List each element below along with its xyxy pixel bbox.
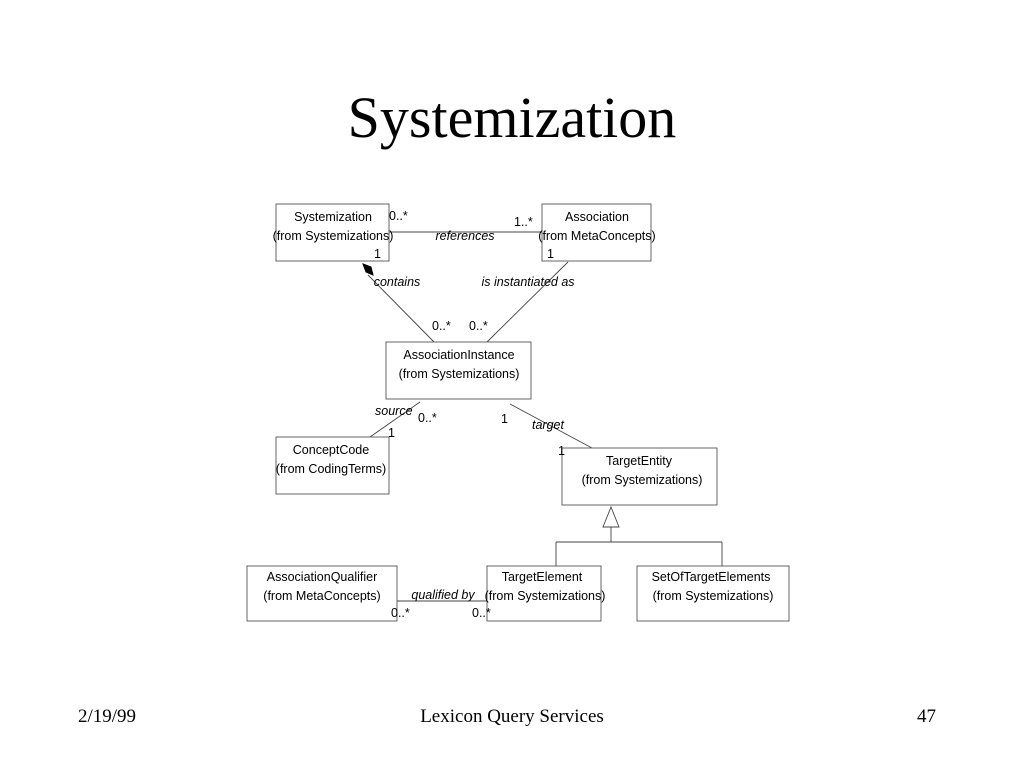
slide-title: Systemization	[347, 85, 677, 150]
association-instance-class-name: AssociationInstance	[403, 348, 514, 362]
instantiated-source-multiplicity: 1	[547, 247, 554, 261]
composition-diamond	[362, 263, 374, 276]
target-entity-class-package: (from Systemizations)	[582, 473, 703, 487]
target-element-class-package: (from Systemizations)	[485, 589, 606, 603]
set-of-target-elements-class-box	[636, 565, 790, 622]
contains-label: contains	[374, 275, 421, 289]
references-source-multiplicity: 0..*	[389, 209, 408, 223]
target-element-class-name: TargetElement	[502, 570, 583, 584]
references-label: references	[435, 229, 494, 243]
contains-target-multiplicity: 0..*	[432, 319, 451, 333]
footer-title: Lexicon Query Services	[420, 706, 604, 727]
concept-code-class-name: ConceptCode	[293, 443, 369, 457]
target-near-multiplicity: 1	[558, 444, 565, 458]
target-link	[509, 403, 593, 449]
page-number: 47	[917, 706, 936, 727]
systemization-class-name: Systemization	[294, 210, 372, 224]
concept-code-class-package: (from CodingTerms)	[276, 462, 386, 476]
instantiated-label: is instantiated as	[481, 275, 574, 289]
footer-date: 2/19/99	[78, 706, 137, 727]
source-label: source	[375, 404, 413, 418]
association-instance-class-box	[385, 341, 532, 400]
qualified-by-right-multiplicity: 0..*	[472, 606, 491, 620]
association-qualifier-class-name: AssociationQualifier	[267, 570, 377, 584]
association-qualifier-class-package: (from MetaConcepts)	[263, 589, 380, 603]
association-class-package: (from MetaConcepts)	[538, 229, 655, 243]
source-near-multiplicity: 1	[388, 426, 395, 440]
generalization-arrow	[602, 505, 620, 528]
target-far-multiplicity: 1	[501, 412, 508, 426]
target-element-class-box	[486, 565, 602, 622]
association-instance-class-package: (from Systemizations)	[399, 367, 520, 381]
systemization-class-package: (from Systemizations)	[273, 229, 394, 243]
concept-code-class-box	[275, 436, 390, 495]
qualified-by-left-multiplicity: 0..*	[391, 606, 410, 620]
target-label: target	[532, 418, 564, 432]
target-entity-class-box	[561, 447, 718, 506]
source-link	[369, 401, 421, 438]
target-entity-class-name: TargetEntity	[606, 454, 673, 468]
contains-link	[367, 274, 435, 343]
association-class-name: Association	[565, 210, 629, 224]
qualified-by-label: qualified by	[411, 588, 475, 602]
set-of-target-elements-class-name: SetOfTargetElements	[652, 570, 771, 584]
contains-source-multiplicity: 1	[374, 247, 381, 261]
association-class-box	[541, 203, 652, 262]
source-far-multiplicity: 0..*	[418, 411, 437, 425]
set-of-target-elements-class-package: (from Systemizations)	[653, 589, 774, 603]
association-qualifier-class-box	[246, 565, 398, 622]
references-target-multiplicity: 1..*	[514, 215, 533, 229]
instantiated-target-multiplicity: 0..*	[469, 319, 488, 333]
systemization-class-box	[275, 203, 390, 262]
instantiated-link	[486, 261, 569, 343]
